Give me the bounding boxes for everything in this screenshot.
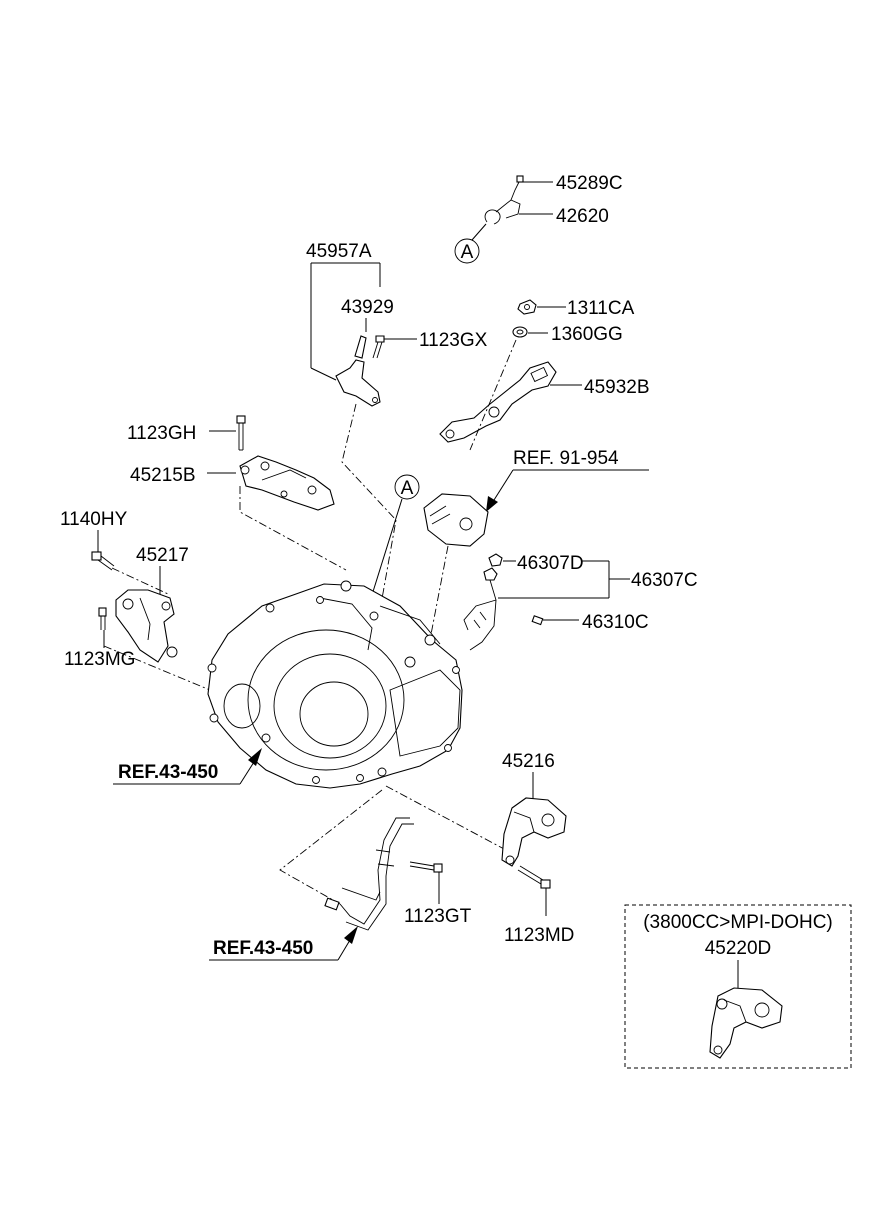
bolt-1123GH-part: [236, 415, 246, 451]
label-1123MG: 1123MG: [64, 649, 135, 670]
mount-45216-part: [501, 797, 567, 867]
label-45215B: 45215B: [130, 465, 196, 486]
control-module-ref-part: [423, 493, 489, 547]
assembly-leader-lines: [103, 339, 517, 905]
nut-1311CA-part: [517, 299, 537, 315]
label-46307C: 46307C: [631, 570, 698, 591]
label-ref-43-450-lower: REF.43-450: [213, 938, 313, 959]
label-1311CA: 1311CA: [567, 298, 635, 319]
label-45216: 45216: [502, 751, 555, 772]
label-46307D: 46307D: [517, 553, 584, 574]
label-1123GX: 1123GX: [419, 330, 488, 351]
label-45217: 45217: [136, 545, 189, 566]
circle-a-callout-top: A: [454, 223, 487, 264]
label-46310C: 46310C: [582, 612, 649, 633]
label-ref-43-450-upper: REF.43-450: [118, 762, 218, 783]
label-42620: 42620: [556, 206, 609, 227]
label-1360GG: 1360GG: [551, 324, 623, 345]
bolt-1140HY-part: [91, 551, 115, 571]
label-45220D: 45220D: [705, 938, 772, 959]
svg-text:A: A: [401, 478, 414, 499]
variant-box: (3800CC>MPI-DOHC) 45220D: [624, 904, 852, 1069]
label-1123MD: 1123MD: [504, 925, 574, 946]
washer-1360GG-part: [512, 326, 528, 338]
shift-cable-46307C-part: [463, 567, 498, 651]
bracket-45957A-part: [335, 335, 381, 407]
bolt-1123MG-part: [98, 607, 107, 630]
label-variant-note: (3800CC>MPI-DOHC): [643, 912, 833, 933]
bolt-45289C-part: [516, 175, 524, 183]
label-45289C: 45289C: [556, 173, 623, 194]
grommet-46307D-part: [488, 553, 503, 567]
label-ref-91-954: REF. 91-954: [513, 448, 619, 469]
label-45932B: 45932B: [584, 377, 650, 398]
bolt-1123MD-part: [517, 865, 551, 889]
label-1123GH: 1123GH: [127, 423, 196, 444]
pin-46310C-part: [531, 615, 544, 626]
label-43929: 43929: [341, 297, 394, 318]
svg-text:A: A: [461, 242, 474, 263]
label-1123GT: 1123GT: [404, 906, 472, 927]
oil-pipe-part: [324, 817, 414, 931]
bolt-1123GX-part: [372, 335, 385, 359]
label-1140HY: 1140HY: [60, 509, 128, 530]
bolt-1123GT-part: [409, 861, 443, 873]
sensor-42620-part: [484, 181, 521, 225]
mount-45217-part: [115, 589, 178, 663]
bracket-45215B-part: [239, 455, 335, 511]
mount-45220D-part: [709, 987, 783, 1059]
label-45957A: 45957A: [306, 241, 372, 262]
transaxle-case-part: [207, 580, 463, 789]
lever-45932B-part: [439, 361, 557, 443]
